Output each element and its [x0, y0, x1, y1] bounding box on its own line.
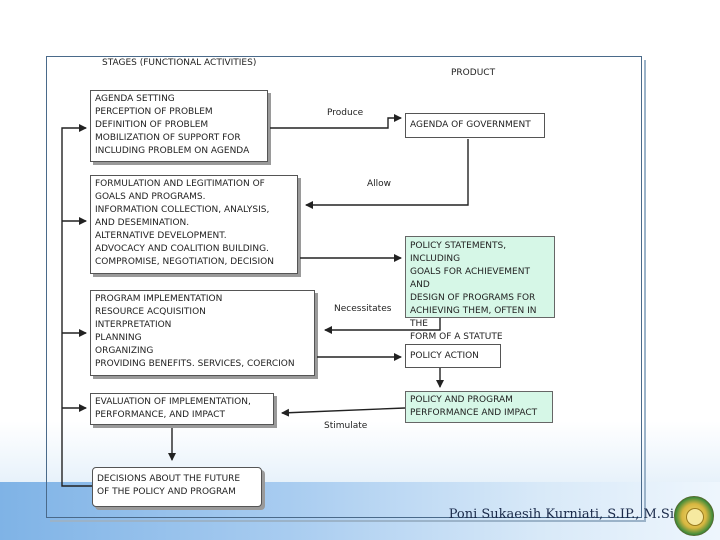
- product-policy-statements: POLICY STATEMENTS, INCLUDING GOALS FOR A…: [405, 236, 555, 342]
- diagram-frame: [46, 56, 642, 518]
- arrow-feedback-to-agenda: [61, 124, 92, 487]
- stage-implementation: PROGRAM IMPLEMENTATION RESOURCE ACQUISIT…: [90, 290, 315, 376]
- arrow-allow: [305, 139, 469, 209]
- author-credit: Poni Sukaesih Kurniati, S.IP., M.Si: [448, 507, 674, 522]
- product-agenda-of-government: AGENDA OF GOVERNMENT: [405, 113, 545, 138]
- stages-heading: STAGES (FUNCTIONAL ACTIVITIES): [102, 58, 257, 68]
- product-heading: PRODUCT: [451, 68, 496, 78]
- connector-allow-label: Allow: [367, 179, 392, 189]
- stage-evaluation: EVALUATION OF IMPLEMENTATION, PERFORMANC…: [90, 393, 274, 425]
- arrow-produce: [270, 114, 402, 129]
- university-seal-logo: [674, 496, 714, 536]
- connector-stimulate-label: Stimulate: [324, 421, 368, 431]
- stage-agenda-setting: AGENDA SETTING PERCEPTION OF PROBLEM DEF…: [90, 90, 268, 162]
- product-policy-performance: POLICY AND PROGRAM PERFORMANCE AND IMPAC…: [405, 391, 553, 423]
- arrow-necessitates: [324, 318, 441, 334]
- frame-shadow: [50, 60, 646, 522]
- stage-decisions-future: DECISIONS ABOUT THE FUTURE OF THE POLICY…: [92, 467, 262, 507]
- connector-necessitates-label: Necessitates: [334, 304, 392, 314]
- stage-formulation: FORMULATION AND LEGITIMATION OF GOALS AN…: [90, 175, 298, 274]
- product-policy-action: POLICY ACTION: [405, 344, 501, 368]
- connector-produce-label: Produce: [327, 108, 364, 118]
- arrow-stimulate: [281, 407, 406, 417]
